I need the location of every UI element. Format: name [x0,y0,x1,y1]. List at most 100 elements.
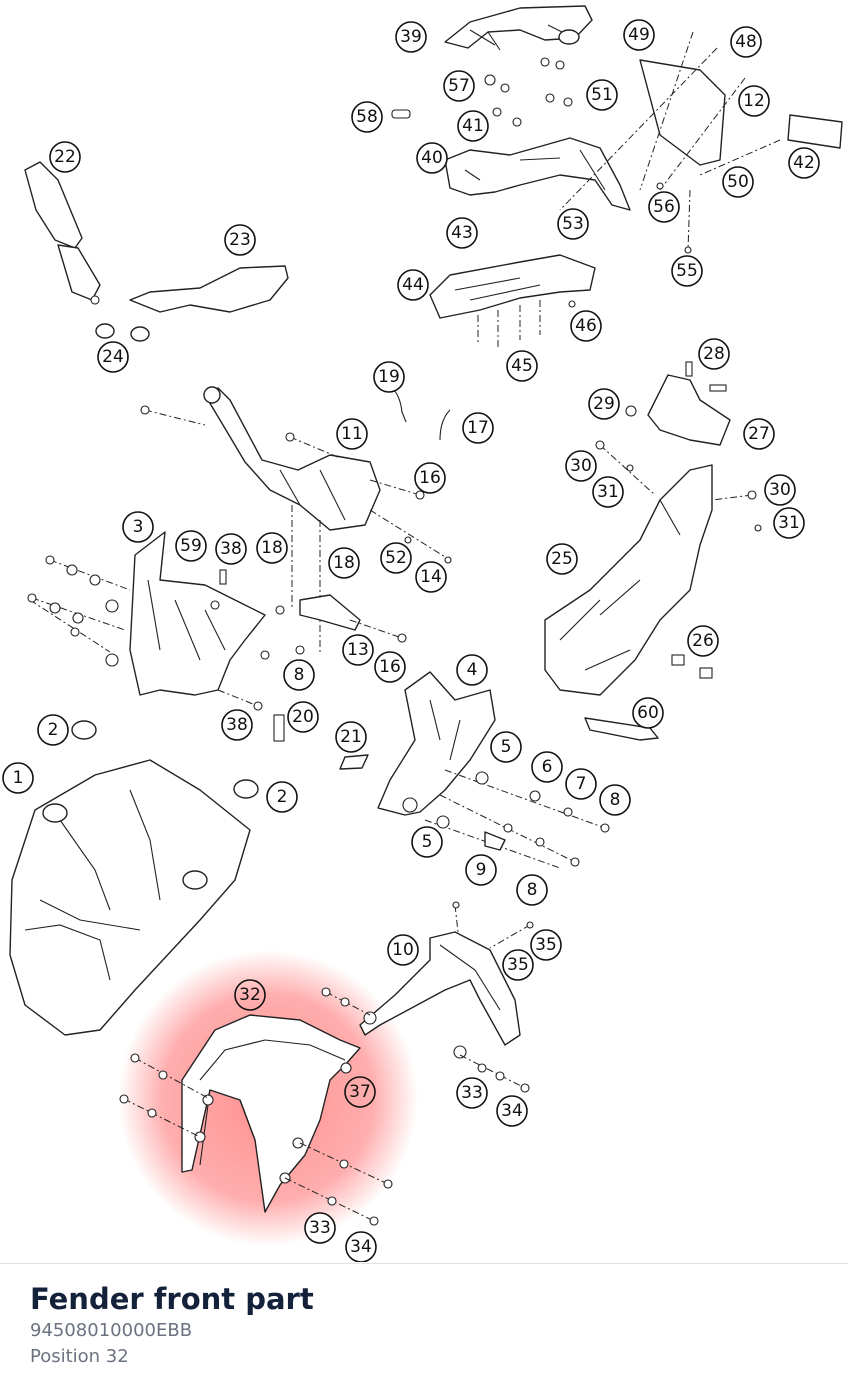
callout-49[interactable]: 49 [623,19,655,51]
callout-3[interactable]: 3 [122,511,154,543]
hardware-headlight-bracket [140,405,452,655]
svg-text:5: 5 [501,737,512,757]
hardware-inner-fender [584,440,762,741]
callout-38a[interactable]: 38 [215,533,247,565]
callout-34a[interactable]: 34 [496,1095,528,1127]
callout-24[interactable]: 24 [97,341,129,373]
callout-16a[interactable]: 16 [414,462,446,494]
part-drawing-front-fairing[interactable] [9,720,259,1036]
part-drawing-tail-seat[interactable] [444,5,593,51]
callout-16b[interactable]: 16 [374,651,406,683]
callout-35b[interactable]: 35 [502,949,534,981]
exploded-parts-diagram: 1 2 2 3 4 5 5 6 7 8 8 8 9 10 11 12 13 14… [2,5,843,1262]
callout-5b[interactable]: 5 [411,826,443,858]
part-drawing-headlight-housing[interactable] [129,531,361,696]
callout-38b[interactable]: 38 [221,709,253,741]
callout-58[interactable]: 58 [351,101,383,133]
callout-10[interactable]: 10 [387,934,419,966]
svg-text:8: 8 [527,880,538,900]
part-drawing-inner-fender[interactable] [544,361,731,696]
callout-1[interactable]: 1 [2,762,34,794]
callout-13[interactable]: 13 [342,634,374,666]
svg-text:43: 43 [451,223,473,243]
callout-35a[interactable]: 35 [530,929,562,961]
callout-2a[interactable]: 2 [37,714,69,746]
callout-41[interactable]: 41 [457,110,489,142]
callout-40[interactable]: 40 [416,142,448,174]
callout-14[interactable]: 14 [415,561,447,593]
callout-44[interactable]: 44 [397,269,429,301]
callout-50[interactable]: 50 [722,166,754,198]
callout-8a[interactable]: 8 [283,659,315,691]
svg-text:18: 18 [261,538,283,558]
svg-text:41: 41 [462,116,484,136]
svg-text:23: 23 [229,230,251,250]
callout-17[interactable]: 17 [462,412,494,444]
part-drawing-undertray[interactable] [429,254,596,319]
callout-6[interactable]: 6 [531,751,563,783]
callout-39[interactable]: 39 [395,21,427,53]
callout-4[interactable]: 4 [456,654,488,686]
callout-7[interactable]: 7 [565,768,597,800]
callout-30a[interactable]: 30 [565,450,597,482]
callout-59[interactable]: 59 [175,530,207,562]
callout-22[interactable]: 22 [49,141,81,173]
part-title: Fender front part [30,1282,314,1316]
callout-2b[interactable]: 2 [266,781,298,813]
callout-48[interactable]: 48 [730,26,762,58]
callout-34b[interactable]: 34 [345,1231,377,1262]
callout-23[interactable]: 23 [224,224,256,256]
callout-12[interactable]: 12 [738,85,770,117]
svg-text:8: 8 [294,665,305,685]
callout-18b[interactable]: 18 [328,547,360,579]
part-drawing-fender-upper[interactable] [359,931,521,1059]
callout-37[interactable]: 37 [344,1076,376,1108]
svg-text:39: 39 [400,27,422,47]
callout-8c[interactable]: 8 [516,874,548,906]
callout-55[interactable]: 55 [671,255,703,287]
part-drawing-headlight-bracket[interactable] [203,386,451,531]
svg-text:40: 40 [421,148,443,168]
callout-56[interactable]: 56 [648,191,680,223]
callout-57[interactable]: 57 [443,70,475,102]
callout-31a[interactable]: 31 [592,476,624,508]
callout-19[interactable]: 19 [373,361,405,393]
callout-26[interactable]: 26 [687,625,719,657]
callout-46[interactable]: 46 [570,310,602,342]
callout-21[interactable]: 21 [335,721,367,753]
part-drawing-tail-frame[interactable] [444,137,631,211]
callout-53[interactable]: 53 [557,208,589,240]
svg-text:49: 49 [628,25,650,45]
svg-text:32: 32 [239,985,261,1005]
callout-8b[interactable]: 8 [599,784,631,816]
callout-31b[interactable]: 31 [773,507,805,539]
part-drawing-license-bracket[interactable] [639,59,843,166]
callout-33b[interactable]: 33 [304,1212,336,1244]
part-drawing-mirror-right[interactable] [129,265,289,313]
callout-51[interactable]: 51 [586,79,618,111]
callout-33a[interactable]: 33 [456,1077,488,1109]
part-drawing-mirror-left[interactable] [24,161,101,305]
callout-20[interactable]: 20 [287,701,319,733]
part-drawing-washers [95,323,150,342]
svg-text:8: 8 [610,790,621,810]
callout-9[interactable]: 9 [465,854,497,886]
callout-60[interactable]: 60 [632,697,664,729]
callout-27[interactable]: 27 [743,418,775,450]
callout-32-selected[interactable]: 32 [234,979,266,1011]
callout-18a[interactable]: 18 [256,532,288,564]
callout-28[interactable]: 28 [698,338,730,370]
svg-text:31: 31 [597,482,619,502]
callout-30b[interactable]: 30 [764,474,796,506]
callout-29[interactable]: 29 [588,388,620,420]
callout-43[interactable]: 43 [446,217,478,249]
callout-25[interactable]: 25 [546,543,578,575]
part-drawing-fender-front[interactable] [181,1014,361,1213]
callout-11[interactable]: 11 [336,418,368,450]
callout-5a[interactable]: 5 [490,731,522,763]
callout-45[interactable]: 45 [506,350,538,382]
svg-text:10: 10 [392,940,414,960]
part-drawing-fork-bracket[interactable] [377,671,496,816]
callout-42[interactable]: 42 [788,147,820,179]
callout-52[interactable]: 52 [380,542,412,574]
